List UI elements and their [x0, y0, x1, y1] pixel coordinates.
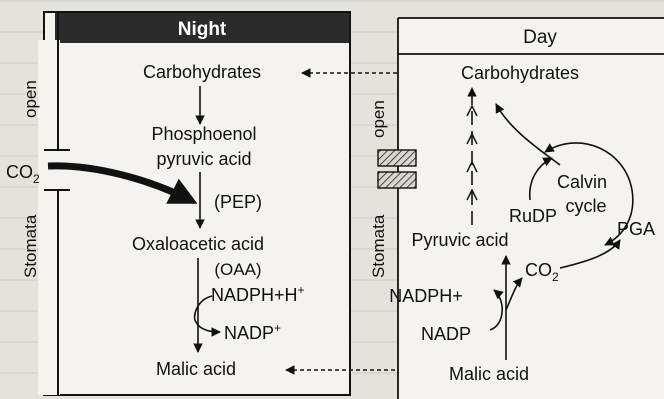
night-stomata-label: Stomata [21, 214, 40, 278]
day-rudp: RuDP [509, 206, 557, 226]
day-open-label: open [369, 100, 388, 138]
day-carbohydrates: Carbohydrates [461, 63, 579, 83]
night-oaa: Oxaloacetic acid [132, 234, 264, 254]
night-header-label: Night [178, 19, 227, 40]
nadph-consumption-arrow [193, 295, 221, 337]
day-stomata-label: Stomata [369, 214, 388, 278]
night-nadph: NADPH+H+ [211, 283, 305, 305]
calvin-cycle-loop [544, 142, 634, 246]
closed-stomata-upper [377, 149, 417, 167]
day-panel: Day open Stomata Carbohydrates Calvin cy… [369, 17, 664, 399]
night-header [55, 13, 349, 43]
night-malic: Malic acid [156, 359, 236, 379]
day-nadph: NADPH+ [389, 286, 463, 306]
day-malic: Malic acid [449, 364, 529, 384]
night-pep-line1: Phosphoenol [151, 124, 256, 144]
day-calvin-line1: Calvin [557, 172, 607, 192]
day-calvin-line2: cycle [565, 196, 606, 216]
malic-to-co2-arrow [505, 277, 523, 311]
nadp-to-nadph-arrow [489, 289, 504, 331]
night-carbohydrates: Carbohydrates [143, 62, 261, 82]
night-open-label: open [21, 80, 40, 118]
day-header-label: Day [523, 27, 557, 48]
night-co2-label: CO2 [6, 162, 40, 186]
day-co2: CO2 [525, 260, 559, 284]
pyruvic-to-carbohydrates-arrow [466, 87, 478, 225]
night-nadp: NADP+ [224, 321, 281, 343]
rudp-to-calvin-arrow [528, 157, 553, 201]
closed-stomata-lower [377, 171, 417, 189]
night-panel: Night open Stomata CO2 Carbohydrates Pho… [6, 11, 351, 396]
night-pep-abbr: (PEP) [214, 192, 262, 212]
night-pep-line2: pyruvic acid [156, 149, 251, 169]
day-pyruvic: Pyruvic acid [411, 230, 508, 250]
co2-uptake-arrow [47, 162, 198, 204]
co2-to-calvin-arrow [559, 239, 621, 269]
night-oaa-abbr: (OAA) [214, 260, 261, 279]
day-pga: PGA [617, 219, 655, 239]
day-nadp: NADP [421, 324, 471, 344]
